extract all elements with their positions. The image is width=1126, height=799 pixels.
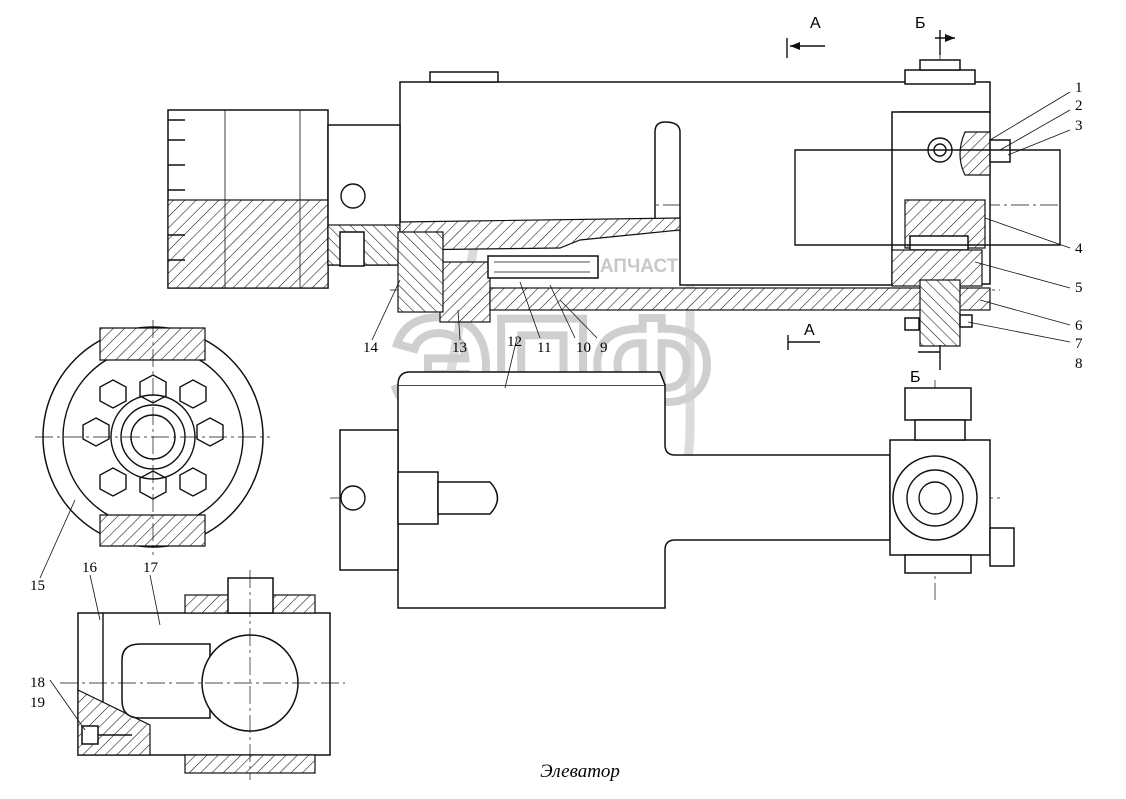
callout-4: 4 xyxy=(1075,241,1083,257)
callout-leaders xyxy=(39,91,1071,731)
callout-2: 2 xyxy=(1075,98,1083,114)
callout-8: 8 xyxy=(1075,356,1083,372)
bottom-assembly-view xyxy=(330,371,1015,609)
detail-view xyxy=(60,570,345,780)
section-b-bottom-label: Б xyxy=(910,369,921,386)
callout-17: 17 xyxy=(143,560,159,576)
callout-15: 15 xyxy=(30,578,45,594)
watermark-text: ЗАПЧАСТИ xyxy=(588,256,692,277)
callout-3: 3 xyxy=(1075,118,1083,134)
callout-5: 5 xyxy=(1075,280,1083,296)
figure-caption: Элеватор xyxy=(540,761,620,782)
callout-6: 6 xyxy=(1075,318,1083,334)
section-b-top-label: Б xyxy=(915,15,926,32)
callout-7: 7 xyxy=(1075,336,1083,352)
callout-11: 11 xyxy=(537,340,551,356)
callout-numbers: 1 2 3 4 5 6 7 8 9 10 11 12 13 14 15 16 1… xyxy=(30,80,1083,711)
callout-19: 19 xyxy=(30,695,45,711)
callout-14: 14 xyxy=(363,340,379,356)
callout-9: 9 xyxy=(600,340,608,356)
callout-10: 10 xyxy=(576,340,591,356)
callout-1: 1 xyxy=(1075,80,1083,96)
top-assembly-view xyxy=(167,55,1061,370)
callout-18: 18 xyxy=(30,675,45,691)
callout-13: 13 xyxy=(452,340,467,356)
callout-16: 16 xyxy=(82,560,98,576)
callout-12: 12 xyxy=(507,334,522,350)
end-view-circle xyxy=(35,320,270,555)
section-a-bottom-label: А xyxy=(804,322,815,339)
section-marks: А Б А Б xyxy=(786,15,955,386)
section-a-top-label: А xyxy=(810,15,821,32)
